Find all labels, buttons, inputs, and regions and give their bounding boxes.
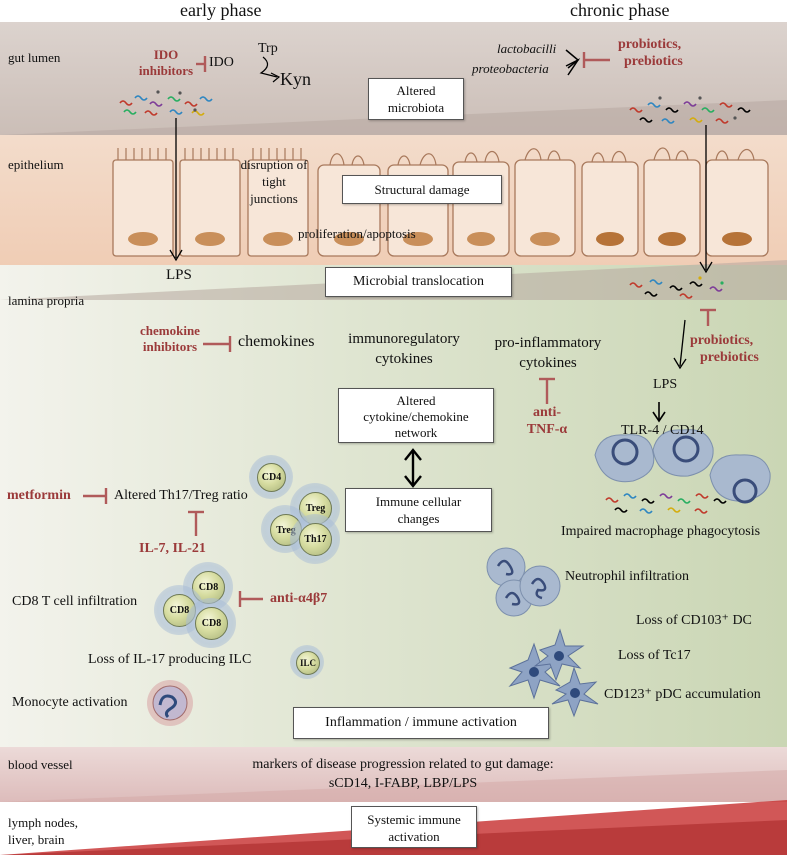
probiotics-label-1: probiotics, — [618, 37, 682, 52]
altered-microbiota-box: Altered microbiota — [368, 78, 464, 120]
chemokines-label: chemokines — [238, 333, 315, 350]
ido-label: IDO — [209, 55, 234, 70]
anti-tnf-line1: anti- — [533, 405, 561, 420]
cd4-cell: CD4 — [257, 463, 286, 492]
loss-cd103-label: Loss of CD103⁺ DC — [636, 613, 752, 628]
ido-inhibitors-label-1: IDO — [153, 47, 179, 62]
proteobacteria-label: proteobacteria — [472, 61, 549, 76]
proliferation-apoptosis-label: proliferation/apoptosis — [298, 226, 416, 241]
anti-tnf-line2: TNF-α — [526, 422, 568, 437]
immune-cellular-line1: Immune cellular — [375, 494, 462, 509]
chronic-phase-header: chronic phase — [570, 0, 670, 20]
trp-label: Trp — [258, 41, 278, 56]
epithelium-label: epithelium — [8, 157, 64, 172]
blood-vessel-label: blood vessel — [8, 757, 73, 772]
ido-inhibitors-label-2: inhibitors — [138, 63, 194, 78]
disruption-label-2: tight — [262, 174, 286, 189]
cd8-cell-3: CD8 — [195, 607, 228, 640]
lactobacilli-label: lactobacilli — [497, 41, 557, 56]
anti-a4b7-label: anti-α4β7 — [270, 591, 328, 606]
markers-line2: sCD14, I-FABP, LBP/LPS — [328, 776, 478, 791]
metformin-label: metformin — [7, 488, 71, 503]
cytokine-network-line1: Altered — [396, 393, 436, 408]
immune-cellular-changes-box: Immune cellular changes — [345, 488, 492, 532]
cytokine-network-line2: cytokine/chemokine — [363, 409, 469, 424]
cytokine-network-box: Altered cytokine/chemokine network — [338, 388, 494, 443]
lps-left-label: LPS — [166, 267, 192, 283]
chemokine-inhibitors-line2: inhibitors — [142, 339, 198, 354]
systemic-line1: Systemic immune — [367, 812, 461, 827]
impaired-macrophage-label: Impaired macrophage phagocytosis — [561, 524, 761, 539]
lymph-label-line2: liver, brain — [8, 832, 65, 847]
microbial-translocation-box: Microbial translocation — [325, 267, 512, 297]
disruption-label-3: junctions — [250, 191, 298, 206]
kyn-label: Kyn — [280, 69, 311, 89]
gut-lumen-label: gut lumen — [8, 50, 61, 65]
immunoregulatory-line2: cytokines — [375, 351, 433, 367]
loss-ilc-label: Loss of IL-17 producing ILC — [88, 652, 252, 667]
cytokine-network-line3: network — [394, 425, 438, 440]
altered-microbiota-line1: Altered — [396, 83, 436, 98]
loss-tc17-label: Loss of Tc17 — [618, 648, 691, 663]
pdc-accumulation-label: CD123⁺ pDC accumulation — [604, 687, 761, 702]
disruption-label-1: disruption of — [240, 157, 308, 172]
tlr4-cd14-label: TLR-4 / CD14 — [621, 423, 704, 438]
th17-treg-ratio-label: Altered Th17/Treg ratio — [114, 488, 248, 503]
cd8-infiltration-label: CD8 T cell infiltration — [12, 594, 138, 609]
systemic-line2: activation — [388, 829, 440, 844]
probiotics2-line2: prebiotics — [700, 350, 759, 365]
lamina-propria-label: lamina propria — [8, 293, 85, 308]
monocyte-activation-label: Monocyte activation — [12, 695, 128, 710]
neutrophil-infiltration-label: Neutrophil infiltration — [565, 569, 690, 584]
ilc-cell: ILC — [296, 651, 320, 675]
inflammation-box: Inflammation / immune activation — [293, 707, 549, 739]
markers-line1: markers of disease progression related t… — [252, 757, 554, 772]
lymph-label-line1: lymph nodes, — [8, 815, 79, 830]
probiotics-label-2: prebiotics — [624, 54, 683, 69]
systemic-activation-box: Systemic immune activation — [351, 806, 477, 848]
th17-cell: Th17 — [299, 523, 332, 556]
altered-microbiota-line2: microbiota — [387, 100, 445, 115]
il7-il21-label: IL-7, IL-21 — [139, 541, 206, 556]
proinflammatory-line1: pro-inflammatory — [494, 335, 602, 351]
lps-right-label: LPS — [653, 377, 678, 392]
structural-damage-box: Structural damage — [342, 175, 502, 204]
immune-cellular-line2: changes — [397, 511, 440, 526]
early-phase-header: early phase — [180, 0, 262, 20]
immunoregulatory-line1: immunoregulatory — [348, 331, 460, 347]
proinflammatory-line2: cytokines — [519, 355, 577, 371]
probiotics2-line1: probiotics, — [690, 333, 754, 348]
chemokine-inhibitors-line1: chemokine — [140, 323, 200, 338]
